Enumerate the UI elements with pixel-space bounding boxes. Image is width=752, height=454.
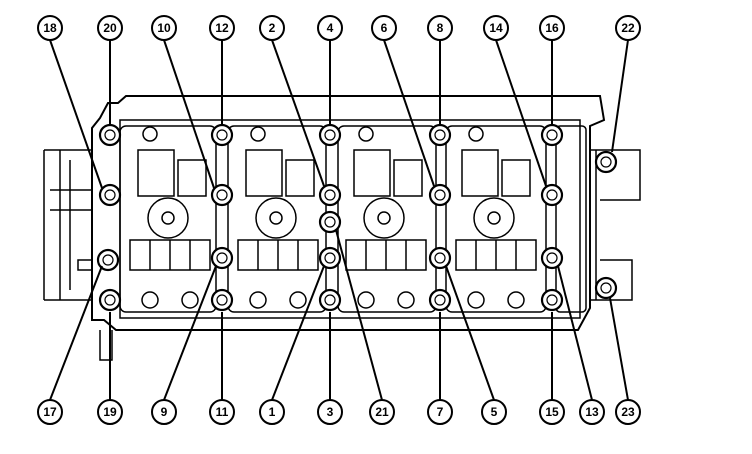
bolt-18 [98, 183, 122, 207]
bolt-group [96, 123, 618, 312]
callout-label: 10 [157, 21, 171, 35]
callouts-top: 18 20 10 12 2 4 6 8 14 16 22 [37, 15, 641, 41]
callout-label: 17 [43, 405, 57, 419]
bolt-9 [210, 246, 234, 270]
callout-12: 12 [209, 15, 235, 41]
callout-15: 15 [539, 399, 565, 425]
callout-label: 16 [545, 21, 559, 35]
bolt-22 [594, 150, 618, 174]
callout-1: 1 [259, 399, 285, 425]
callout-6: 6 [371, 15, 397, 41]
bolt-4 [318, 123, 342, 147]
callout-9: 9 [151, 399, 177, 425]
callout-4: 4 [317, 15, 343, 41]
bolt-1 [318, 246, 342, 270]
callout-5: 5 [481, 399, 507, 425]
bolt-10 [210, 183, 234, 207]
callout-11: 11 [209, 399, 235, 425]
callout-14: 14 [483, 15, 509, 41]
callout-8: 8 [427, 15, 453, 41]
callout-label: 21 [375, 405, 389, 419]
bolt-11 [210, 288, 234, 312]
callout-16: 16 [539, 15, 565, 41]
callout-label: 7 [437, 405, 444, 419]
callout-18: 18 [37, 15, 63, 41]
callout-label: 23 [621, 405, 635, 419]
callout-label: 4 [327, 21, 334, 35]
cam-cap-group [119, 125, 587, 313]
callout-label: 11 [216, 405, 229, 419]
bolt-3 [318, 288, 342, 312]
bolt-7 [428, 288, 452, 312]
callout-label: 3 [327, 405, 334, 419]
callout-label: 9 [161, 405, 168, 419]
bolt-12 [210, 123, 234, 147]
bolt-5 [428, 246, 452, 270]
bolt-6 [428, 183, 452, 207]
bolt-19 [98, 288, 122, 312]
bolt-2 [318, 183, 342, 207]
callout-3: 3 [317, 399, 343, 425]
callout-22: 22 [615, 15, 641, 41]
leader-lines [49, 39, 629, 401]
callout-label: 18 [43, 21, 57, 35]
bolt-17 [96, 248, 120, 272]
callout-2: 2 [259, 15, 285, 41]
callout-23: 23 [615, 399, 641, 425]
callout-label: 19 [103, 405, 117, 419]
callout-label: 8 [437, 21, 444, 35]
callout-7: 7 [427, 399, 453, 425]
callout-label: 2 [269, 21, 276, 35]
callout-label: 5 [491, 405, 498, 419]
callout-label: 13 [585, 405, 599, 419]
callout-19: 19 [97, 399, 123, 425]
callout-label: 22 [621, 21, 635, 35]
bolt-23 [594, 276, 618, 300]
bolt-13 [540, 246, 564, 270]
callout-13: 13 [579, 399, 605, 425]
bolt-21 [318, 210, 342, 234]
bolt-16 [540, 123, 564, 147]
callout-17: 17 [37, 399, 63, 425]
callout-20: 20 [97, 15, 123, 41]
callouts-bottom: 17 19 9 11 1 3 21 7 5 15 13 23 [37, 399, 641, 425]
callout-label: 14 [489, 21, 503, 35]
callout-21: 21 [369, 399, 395, 425]
callout-10: 10 [151, 15, 177, 41]
bolt-20 [98, 123, 122, 147]
bolt-14 [540, 183, 564, 207]
bolt-8 [428, 123, 452, 147]
callout-label: 20 [103, 21, 117, 35]
callout-label: 6 [381, 21, 388, 35]
callout-label: 1 [269, 405, 276, 419]
bolt-15 [540, 288, 564, 312]
callout-label: 15 [545, 405, 559, 419]
callout-label: 12 [215, 21, 229, 35]
